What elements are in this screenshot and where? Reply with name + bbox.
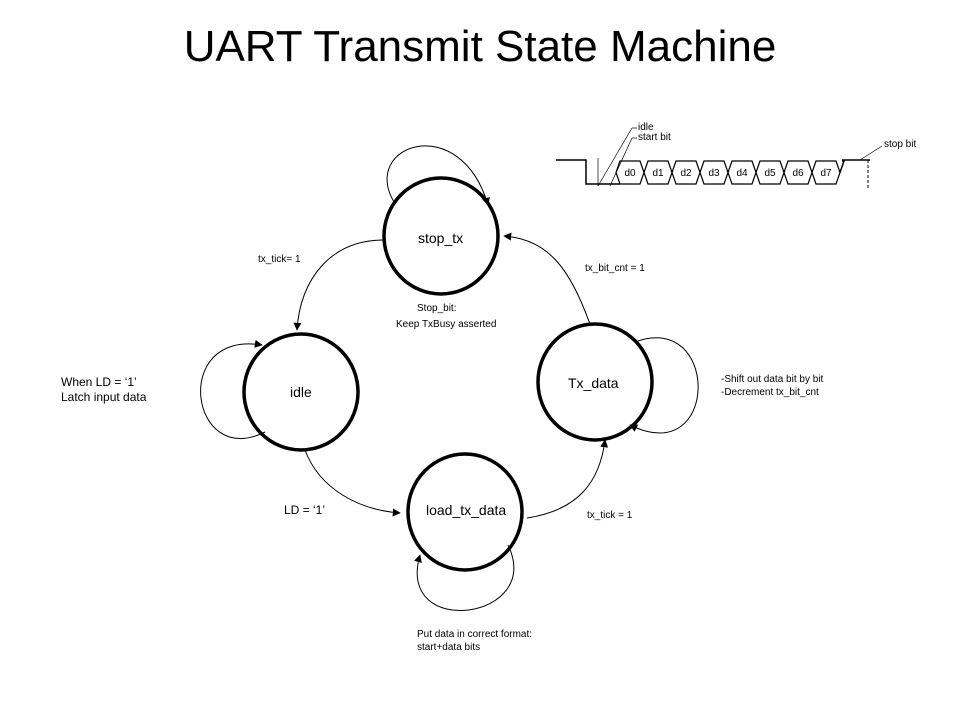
state-tx-data-label: Tx_data	[568, 375, 619, 391]
annotation-txdata-line2: -Decrement tx_bit_cnt	[721, 387, 819, 398]
timing-start-bit-label: start bit	[638, 132, 671, 143]
state-load-tx-data-label: load_tx_data	[426, 502, 507, 518]
transition-txdata-to-stop	[503, 232, 591, 325]
annotation-load-line2: start+data bits	[417, 642, 481, 653]
self-loop-tx-data	[629, 337, 699, 434]
page-title: UART Transmit State Machine	[183, 22, 777, 71]
annotation-stop-line1: Stop_bit:	[417, 303, 457, 314]
timing-bit-label: d5	[764, 168, 776, 179]
transition-stop-to-idle	[293, 239, 385, 331]
transition-label-stop-to-idle: tx_tick= 1	[258, 254, 301, 265]
timing-stop-transition	[839, 160, 846, 173]
transition-label-load-to-txdata: tx_tick = 1	[587, 510, 633, 521]
annotation-txdata-line1: -Shift out data bit by bit	[721, 374, 824, 385]
state-load-tx-data-circle	[406, 452, 524, 572]
state-idle-label: idle	[290, 384, 312, 400]
annotation-idle-line2: Latch input data	[61, 390, 147, 404]
annotation-idle-line1: When LD = ‘1’	[61, 375, 137, 389]
timing-bit-label: d4	[736, 168, 748, 179]
self-loop-load-tx-data	[414, 544, 515, 612]
transition-idle-to-load	[304, 449, 401, 517]
transition-label-txdata-to-stop: tx_bit_cnt = 1	[585, 263, 645, 274]
transition-load-to-txdata	[526, 439, 609, 519]
timing-idle-label: idle	[638, 122, 654, 133]
self-loop-idle	[200, 339, 266, 440]
timing-stop-bit-label: stop bit	[884, 139, 917, 150]
timing-bit-label: d2	[680, 168, 692, 179]
state-tx-data-circle	[536, 322, 654, 442]
transition-label-idle-to-load: LD = ‘1’	[284, 503, 326, 517]
timing-bit-label: d0	[624, 168, 636, 179]
state-stop-tx-label: stop_tx	[418, 230, 464, 246]
timing-bit-label: d7	[820, 168, 832, 179]
state-stop-tx-circle	[382, 176, 500, 296]
annotation-stop-line2: Keep TxBusy asserted	[396, 319, 497, 330]
timing-bit-label: d6	[792, 168, 804, 179]
timing-bit-label: d1	[652, 168, 664, 179]
uart-timing-diagram: d0 d1 d2 d3 d4 d5 d6 d7	[556, 127, 883, 190]
annotation-load-line1: Put data in correct format:	[417, 629, 533, 640]
state-idle-circle	[242, 332, 360, 452]
timing-bit-label: d3	[708, 168, 720, 179]
self-loop-stop-tx	[386, 145, 490, 206]
